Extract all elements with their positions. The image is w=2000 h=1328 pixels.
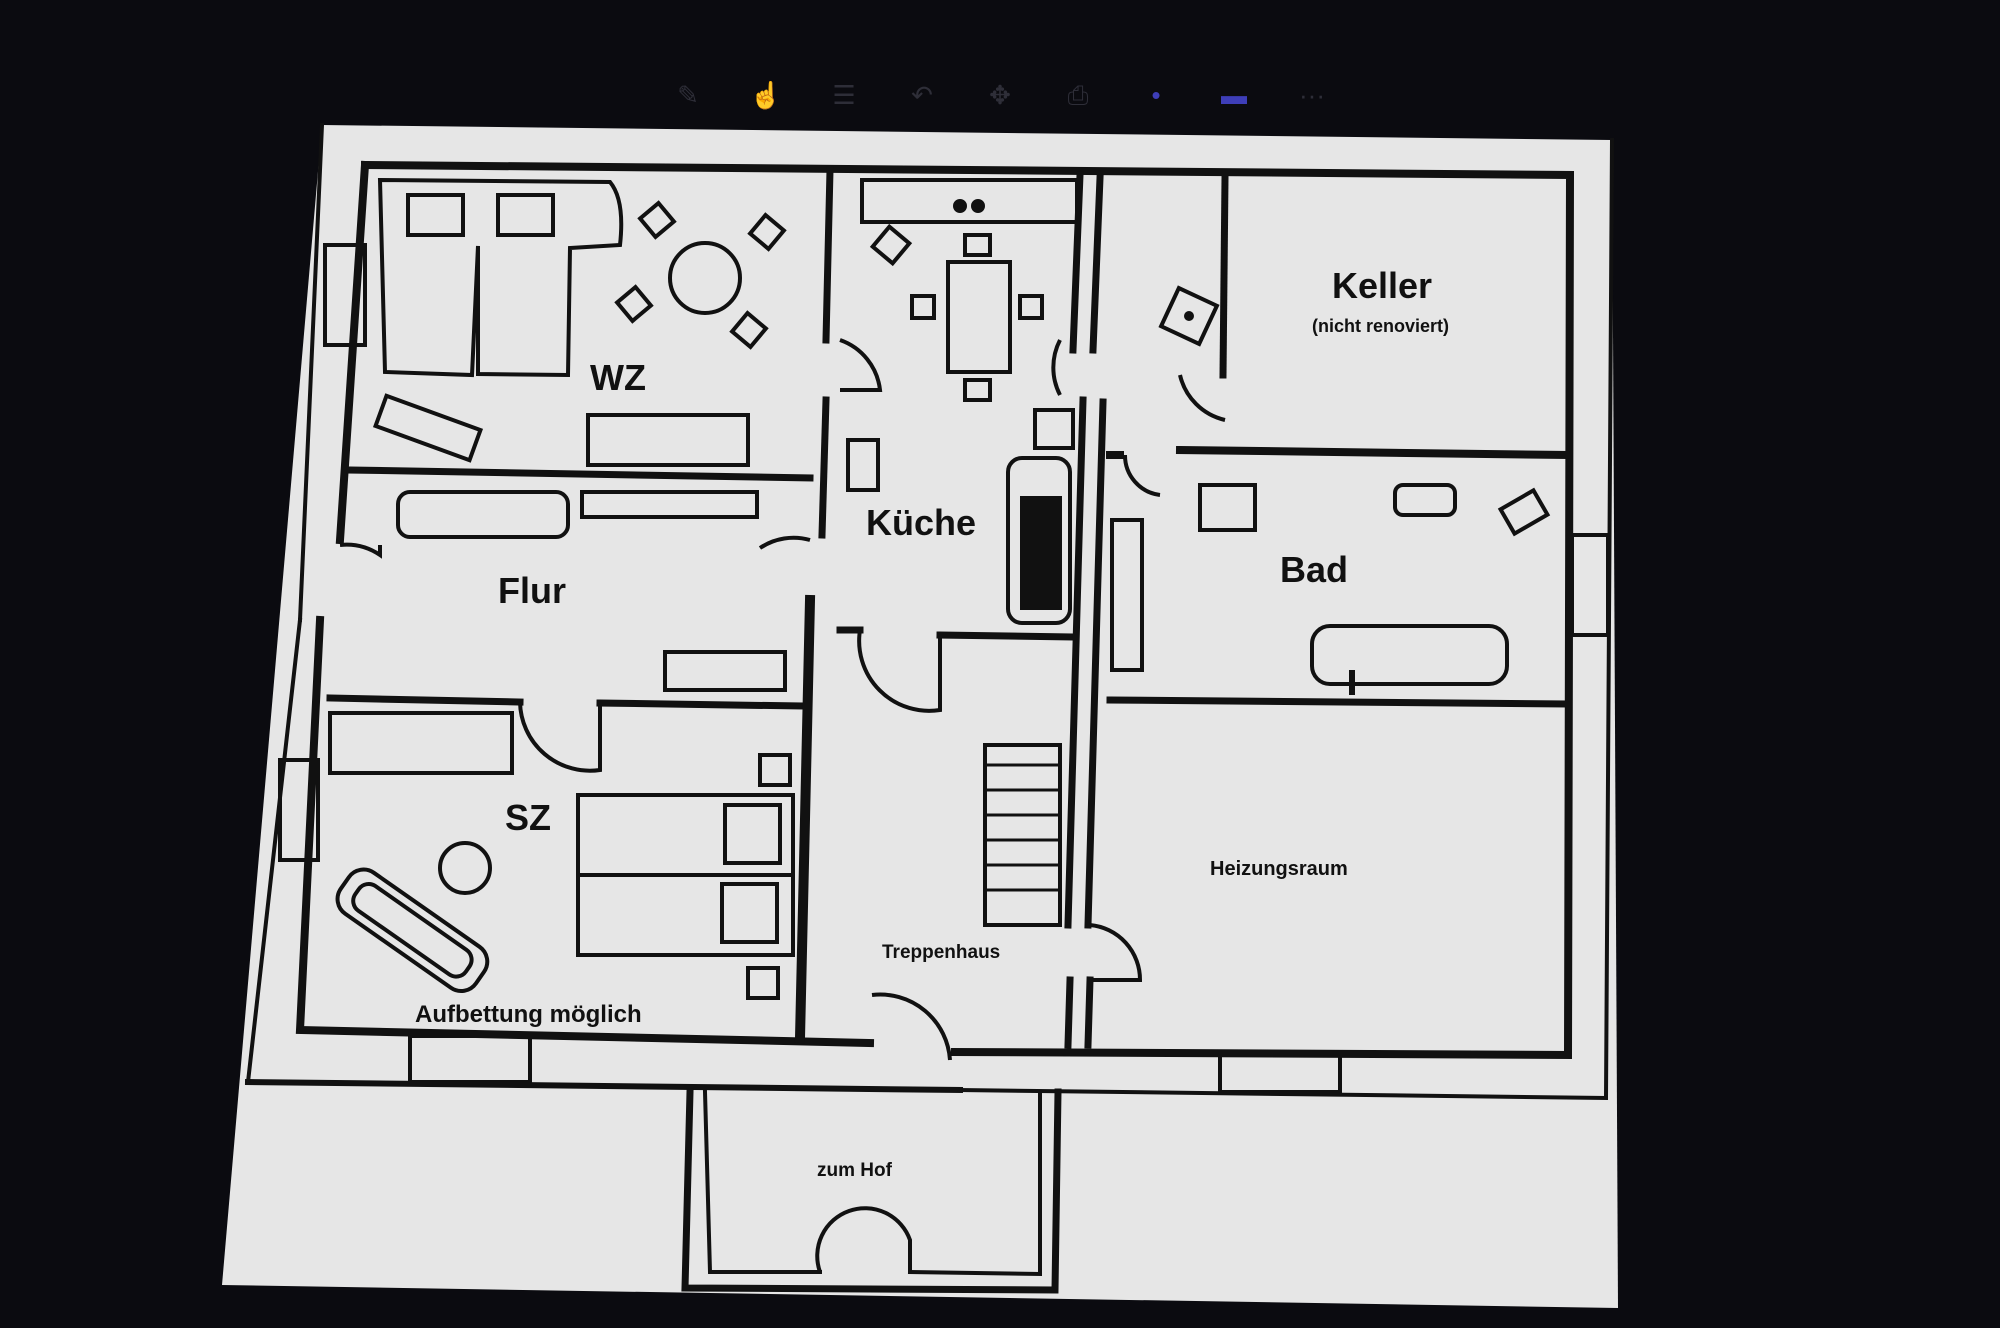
paper-background xyxy=(222,125,1618,1308)
list-icon[interactable]: ☰ xyxy=(832,80,856,110)
doors xyxy=(339,338,1226,1273)
room-labels: WZ Küche Keller (nicht renoviert) Flur B… xyxy=(415,265,1449,1181)
room-label-keller-note: (nicht renoviert) xyxy=(1312,316,1449,336)
touch-icon[interactable]: ☝ xyxy=(749,80,783,110)
room-label-heizungsraum: Heizungsraum xyxy=(1210,858,1348,880)
room-label-wz: WZ xyxy=(590,357,646,398)
more-icon[interactable]: ··· xyxy=(1299,80,1325,110)
room-label-sz: SZ xyxy=(505,797,551,838)
edit-icon[interactable]: ✎ xyxy=(677,80,699,110)
room-label-flur: Flur xyxy=(498,570,566,611)
viewer-toolbar: ✎ ☝ ☰ ↶ ✥ ⎙ • ▬ ··· xyxy=(0,60,2000,130)
color-dot-icon[interactable]: • xyxy=(1151,80,1161,110)
room-label-keller: Keller xyxy=(1332,265,1432,306)
room-label-zum-hof: zum Hof xyxy=(817,1160,893,1181)
highlight-icon[interactable]: ▬ xyxy=(1221,80,1247,110)
undo-icon[interactable]: ↶ xyxy=(911,80,933,110)
print-icon[interactable]: ⎙ xyxy=(1067,80,1089,110)
furniture xyxy=(328,177,1551,1000)
room-label-treppenhaus: Treppenhaus xyxy=(882,942,1000,963)
walls xyxy=(244,122,1615,1294)
move-icon[interactable]: ✥ xyxy=(989,80,1011,110)
room-label-kueche: Küche xyxy=(866,502,976,543)
room-label-sz-note: Aufbettung möglich xyxy=(415,1001,642,1028)
room-label-bad: Bad xyxy=(1280,549,1348,590)
